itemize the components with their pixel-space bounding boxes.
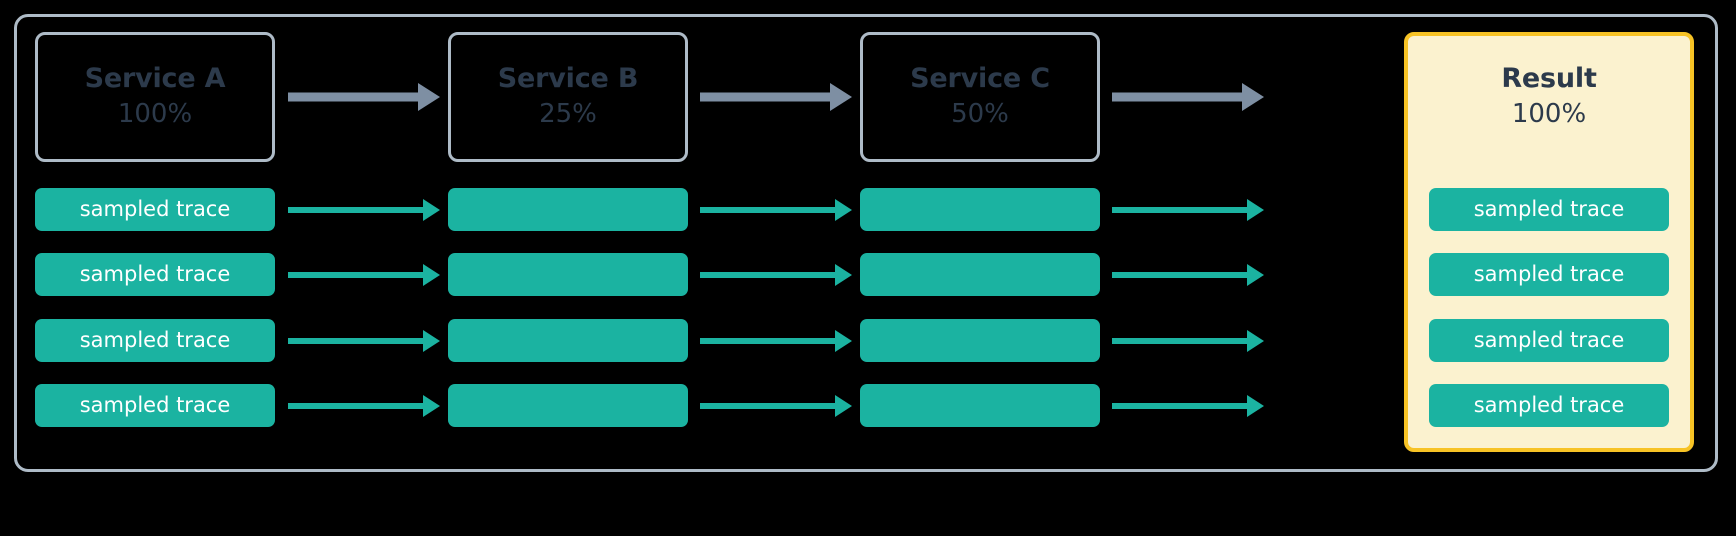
service-box-b[interactable]: Service B 25%: [448, 32, 688, 162]
service-percent-c: 50%: [951, 98, 1009, 129]
trace-bar-a-2[interactable]: sampled trace: [35, 253, 275, 296]
arrow-shaft: [1112, 338, 1247, 344]
arrow-head-icon: [423, 330, 440, 352]
arrow-shaft: [1112, 272, 1247, 278]
arrow-shaft: [288, 92, 418, 102]
trace-bar-label: sampled trace: [79, 393, 231, 417]
service-name-a: Service A: [84, 62, 226, 94]
arrow-shaft: [288, 403, 423, 409]
trace-bar-b-1[interactable]: [448, 188, 688, 231]
trace-bar-c-4[interactable]: [860, 384, 1100, 427]
arrow-shaft: [700, 403, 835, 409]
arrow-head-icon: [1247, 395, 1264, 417]
service-name-result: Result: [1501, 62, 1597, 94]
arrow-head-icon: [418, 83, 440, 111]
arrow-shaft: [1112, 92, 1242, 102]
trace-bar-label: sampled trace: [1473, 393, 1625, 417]
arrow-head-icon: [1247, 264, 1264, 286]
arrow-head-icon: [1242, 83, 1264, 111]
arrow-head-icon: [835, 330, 852, 352]
trace-bar-label: sampled trace: [1473, 262, 1625, 286]
arrow-head-icon: [423, 199, 440, 221]
service-name-b: Service B: [497, 62, 639, 94]
trace-bar-c-3[interactable]: [860, 319, 1100, 362]
trace-bar-label: sampled trace: [79, 197, 231, 221]
arrow-shaft: [288, 207, 423, 213]
service-box-c[interactable]: Service C 50%: [860, 32, 1100, 162]
trace-bar-b-4[interactable]: [448, 384, 688, 427]
arrow-head-icon: [1247, 330, 1264, 352]
trace-bar-c-1[interactable]: [860, 188, 1100, 231]
arrow-shaft: [700, 338, 835, 344]
trace-bar-b-2[interactable]: [448, 253, 688, 296]
service-percent-b: 25%: [539, 98, 597, 129]
arrow-shaft: [288, 338, 423, 344]
service-box-a[interactable]: Service A 100%: [35, 32, 275, 162]
result-highlight-panel: [1404, 32, 1694, 452]
arrow-head-icon: [835, 264, 852, 286]
arrow-shaft: [288, 272, 423, 278]
arrow-shaft: [700, 92, 830, 102]
trace-bar-a-3[interactable]: sampled trace: [35, 319, 275, 362]
arrow-shaft: [700, 207, 835, 213]
arrow-shaft: [1112, 207, 1247, 213]
service-name-c: Service C: [910, 62, 1050, 94]
arrow-shaft: [700, 272, 835, 278]
trace-bar-a-4[interactable]: sampled trace: [35, 384, 275, 427]
service-percent-a: 100%: [117, 98, 193, 129]
trace-bar-result-3[interactable]: sampled trace: [1429, 319, 1669, 362]
trace-bar-result-1[interactable]: sampled trace: [1429, 188, 1669, 231]
trace-bar-label: sampled trace: [79, 262, 231, 286]
arrow-head-icon: [830, 83, 852, 111]
arrow-head-icon: [423, 395, 440, 417]
trace-bar-label: sampled trace: [79, 328, 231, 352]
arrow-shaft: [1112, 403, 1247, 409]
trace-bar-label: sampled trace: [1473, 328, 1625, 352]
service-box-result[interactable]: Result 100%: [1408, 32, 1690, 162]
diagram-outer-frame: [14, 14, 1718, 472]
arrow-head-icon: [423, 264, 440, 286]
trace-bar-c-2[interactable]: [860, 253, 1100, 296]
trace-bar-result-4[interactable]: sampled trace: [1429, 384, 1669, 427]
trace-bar-label: sampled trace: [1473, 197, 1625, 221]
arrow-head-icon: [1247, 199, 1264, 221]
service-percent-result: 100%: [1511, 98, 1587, 129]
trace-bar-a-1[interactable]: sampled trace: [35, 188, 275, 231]
trace-bar-result-2[interactable]: sampled trace: [1429, 253, 1669, 296]
arrow-head-icon: [835, 199, 852, 221]
trace-bar-b-3[interactable]: [448, 319, 688, 362]
arrow-head-icon: [835, 395, 852, 417]
